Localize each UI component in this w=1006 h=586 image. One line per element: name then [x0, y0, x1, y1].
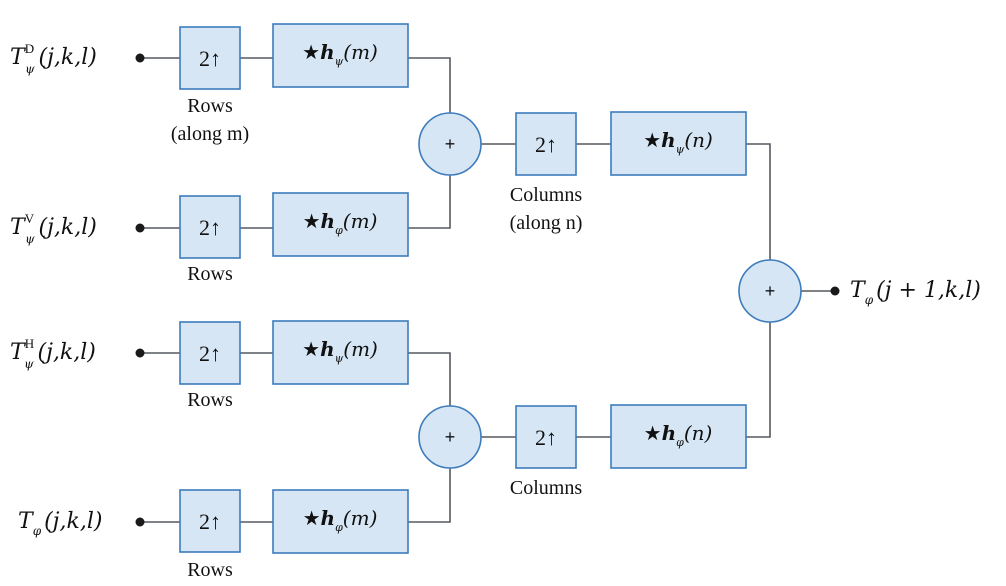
svg-text:2↑: 2↑: [199, 341, 221, 366]
svg-text:★hψ(m): ★hψ(m): [302, 40, 378, 68]
input-label-approx: Tφ(j,k,l): [18, 509, 102, 538]
svg-text:★hψ(n): ★hψ(n): [643, 128, 713, 156]
filter-h-phi-n: ★hφ(n): [610, 404, 747, 469]
caption-rows-2: Rows: [187, 263, 233, 285]
caption-rows-1: Rows: [187, 95, 233, 117]
caption-rows-4: Rows: [187, 559, 233, 581]
sum-junction-bottom: +: [418, 405, 482, 469]
caption-columns-along-n: (along n): [510, 212, 583, 234]
svg-text:★hφ(m): ★hφ(m): [303, 209, 378, 237]
upsampler-row-2: 2↑: [179, 195, 241, 259]
upsampler-row-4: 2↑: [179, 489, 241, 553]
caption-rows-3: Rows: [187, 389, 233, 411]
upsampler-row-1: 2↑: [179, 26, 241, 90]
input-terminal-d: [135, 53, 145, 63]
output-terminal: [830, 286, 840, 296]
caption-columns-1: Columns: [510, 184, 582, 206]
input-terminal-approx: [135, 517, 145, 527]
svg-text:★hφ(n): ★hφ(n): [644, 421, 713, 449]
filter-h-phi-m-1: ★hφ(m): [272, 192, 409, 257]
svg-text:2↑: 2↑: [535, 132, 557, 157]
svg-text:★hφ(m): ★hφ(m): [303, 506, 378, 534]
svg-text:2↑: 2↑: [199, 215, 221, 240]
svg-text:+: +: [765, 281, 776, 301]
output-label: Tφ(j + 1,k,l): [850, 278, 981, 307]
upsampler-column-2: 2↑: [515, 405, 577, 469]
upsampler-row-3: 2↑: [179, 321, 241, 385]
filter-h-phi-m-2: ★hφ(m): [272, 489, 409, 554]
input-terminal-v: [135, 223, 145, 233]
caption-rows-along-m: (along m): [171, 123, 249, 145]
svg-text:2↑: 2↑: [199, 46, 221, 71]
svg-text:★hψ(m): ★hψ(m): [302, 337, 378, 365]
sum-junction-top: +: [418, 112, 482, 176]
upsampler-column-1: 2↑: [515, 112, 577, 176]
connection-wires: [140, 57, 835, 523]
svg-text:+: +: [445, 134, 456, 154]
filter-h-psi-m-2: ★hψ(m): [272, 320, 409, 385]
input-terminal-h: [135, 348, 145, 358]
sum-junction-output: +: [738, 259, 802, 323]
filter-h-psi-n: ★hψ(n): [610, 111, 747, 176]
svg-text:2↑: 2↑: [535, 425, 557, 450]
svg-text:+: +: [445, 427, 456, 447]
svg-text:2↑: 2↑: [199, 509, 221, 534]
filter-h-psi-m-1: ★hψ(m): [272, 23, 409, 88]
caption-columns-2: Columns: [510, 477, 582, 499]
